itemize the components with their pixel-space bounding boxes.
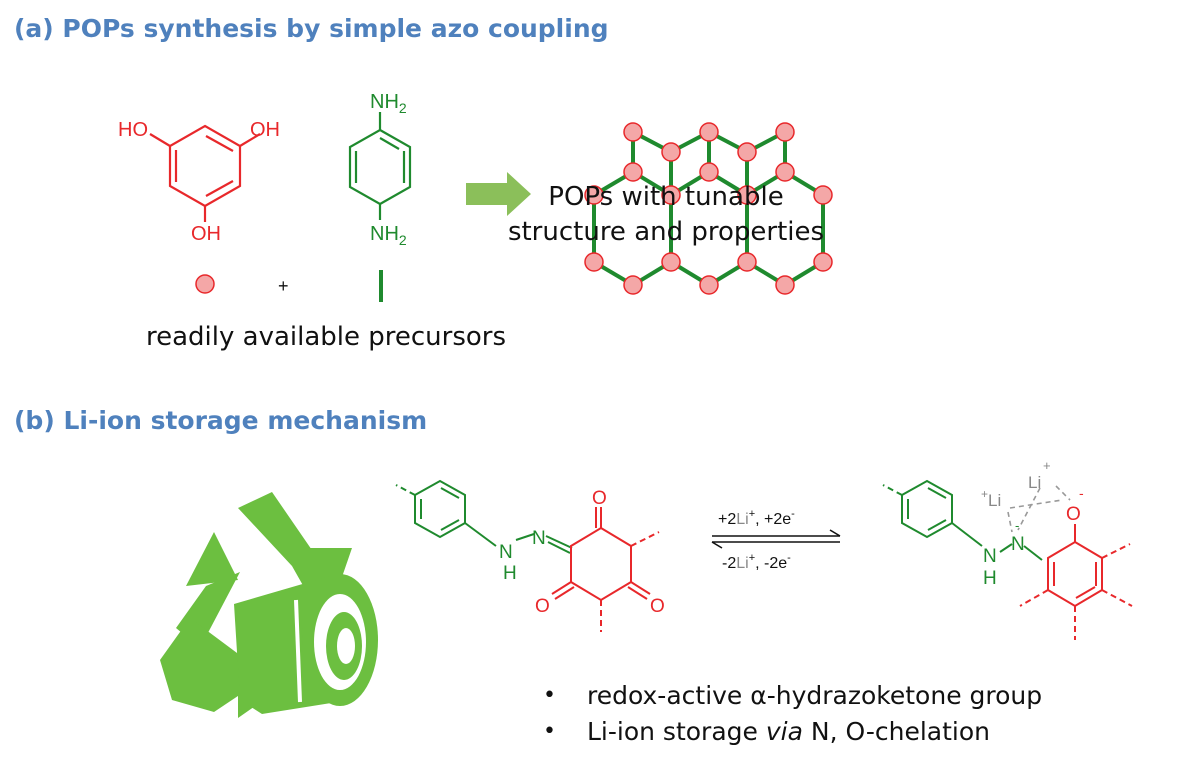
network-node	[813, 185, 833, 205]
right-nh-n-label: N	[983, 546, 997, 567]
pops-caption-line1: POPs with tunable	[548, 182, 784, 212]
lithiated-molecule	[882, 479, 1133, 640]
network-node	[623, 162, 643, 182]
left-nh-h-label: H	[503, 563, 517, 584]
oh-left-label: HO	[118, 119, 148, 141]
bullet-item-1: • redox-active α-hydrazoketone group	[543, 677, 1042, 713]
section-b-heading: (b) Li-ion storage mechanism	[14, 406, 428, 435]
network-node	[623, 275, 643, 295]
left-azo-n-label: N	[532, 528, 546, 549]
li-ion-label-1: +Li	[981, 487, 1001, 510]
network-node	[661, 185, 681, 205]
network-node	[699, 122, 719, 142]
forward-reaction-label: +2Li+, +2e-	[718, 508, 795, 528]
hydrazoketone-molecule	[395, 479, 660, 632]
network-node	[737, 142, 757, 162]
reverse-reaction-label: -2Li+, -2e-	[722, 552, 791, 572]
nh2-bottom-label: NH2	[370, 223, 407, 248]
precursors-caption: readily available precursors	[146, 322, 507, 352]
left-o-right-label: O	[650, 596, 665, 617]
left-o-top-label: O	[592, 488, 607, 509]
right-o-minus: -	[1079, 485, 1084, 501]
bullet-item-2: • Li-ion storage via N, O-chelation	[543, 713, 1042, 749]
plus-sign: +	[278, 276, 289, 296]
pops-caption-line2: structure and properties	[507, 217, 825, 247]
right-o-label: O	[1066, 504, 1081, 525]
phenylenediamine-structure	[348, 112, 412, 220]
network-node	[623, 122, 643, 142]
oh-right-label: OH	[250, 119, 280, 141]
network-node	[737, 185, 757, 205]
bullet-dot: •	[543, 682, 556, 708]
network-node	[699, 275, 719, 295]
equilibrium-arrows	[711, 529, 841, 549]
synthesis-arrow	[466, 172, 531, 216]
network-node	[775, 275, 795, 295]
pop-honeycomb-network	[584, 122, 833, 295]
mechanism-bullets: • redox-active α-hydrazoketone group • L…	[543, 677, 1042, 749]
network-node	[699, 162, 719, 182]
network-node	[584, 252, 604, 272]
right-n-minus: -	[1015, 518, 1019, 533]
network-node	[775, 162, 795, 182]
oh-bottom-label: OH	[191, 223, 221, 245]
bullet-italic-via: via	[765, 716, 803, 746]
bullet-text-1: redox-active α-hydrazoketone group	[587, 680, 1043, 710]
node-legend-circle	[195, 274, 215, 294]
section-a-heading: (a) POPs synthesis by simple azo couplin…	[14, 14, 609, 43]
bullet-dot: •	[543, 718, 556, 744]
bullet-text-2: Li-ion storage via N, O-chelation	[587, 716, 990, 746]
right-n-label: N	[1011, 534, 1025, 555]
network-node	[737, 252, 757, 272]
nh2-top-label: NH2	[370, 91, 407, 116]
li-ion-label-2: Li	[1028, 473, 1041, 492]
network-node	[813, 252, 833, 272]
left-o-left-label: O	[535, 596, 550, 617]
network-node	[584, 185, 604, 205]
network-node	[775, 122, 795, 142]
li-ion-2-charge: +	[1043, 458, 1051, 473]
phloroglucinol-structure	[149, 124, 261, 222]
right-nh-h-label: H	[983, 568, 997, 589]
network-node	[661, 142, 681, 162]
network-node	[661, 252, 681, 272]
left-nh-n-label: N	[499, 542, 513, 563]
recycle-battery-icon	[160, 492, 378, 718]
